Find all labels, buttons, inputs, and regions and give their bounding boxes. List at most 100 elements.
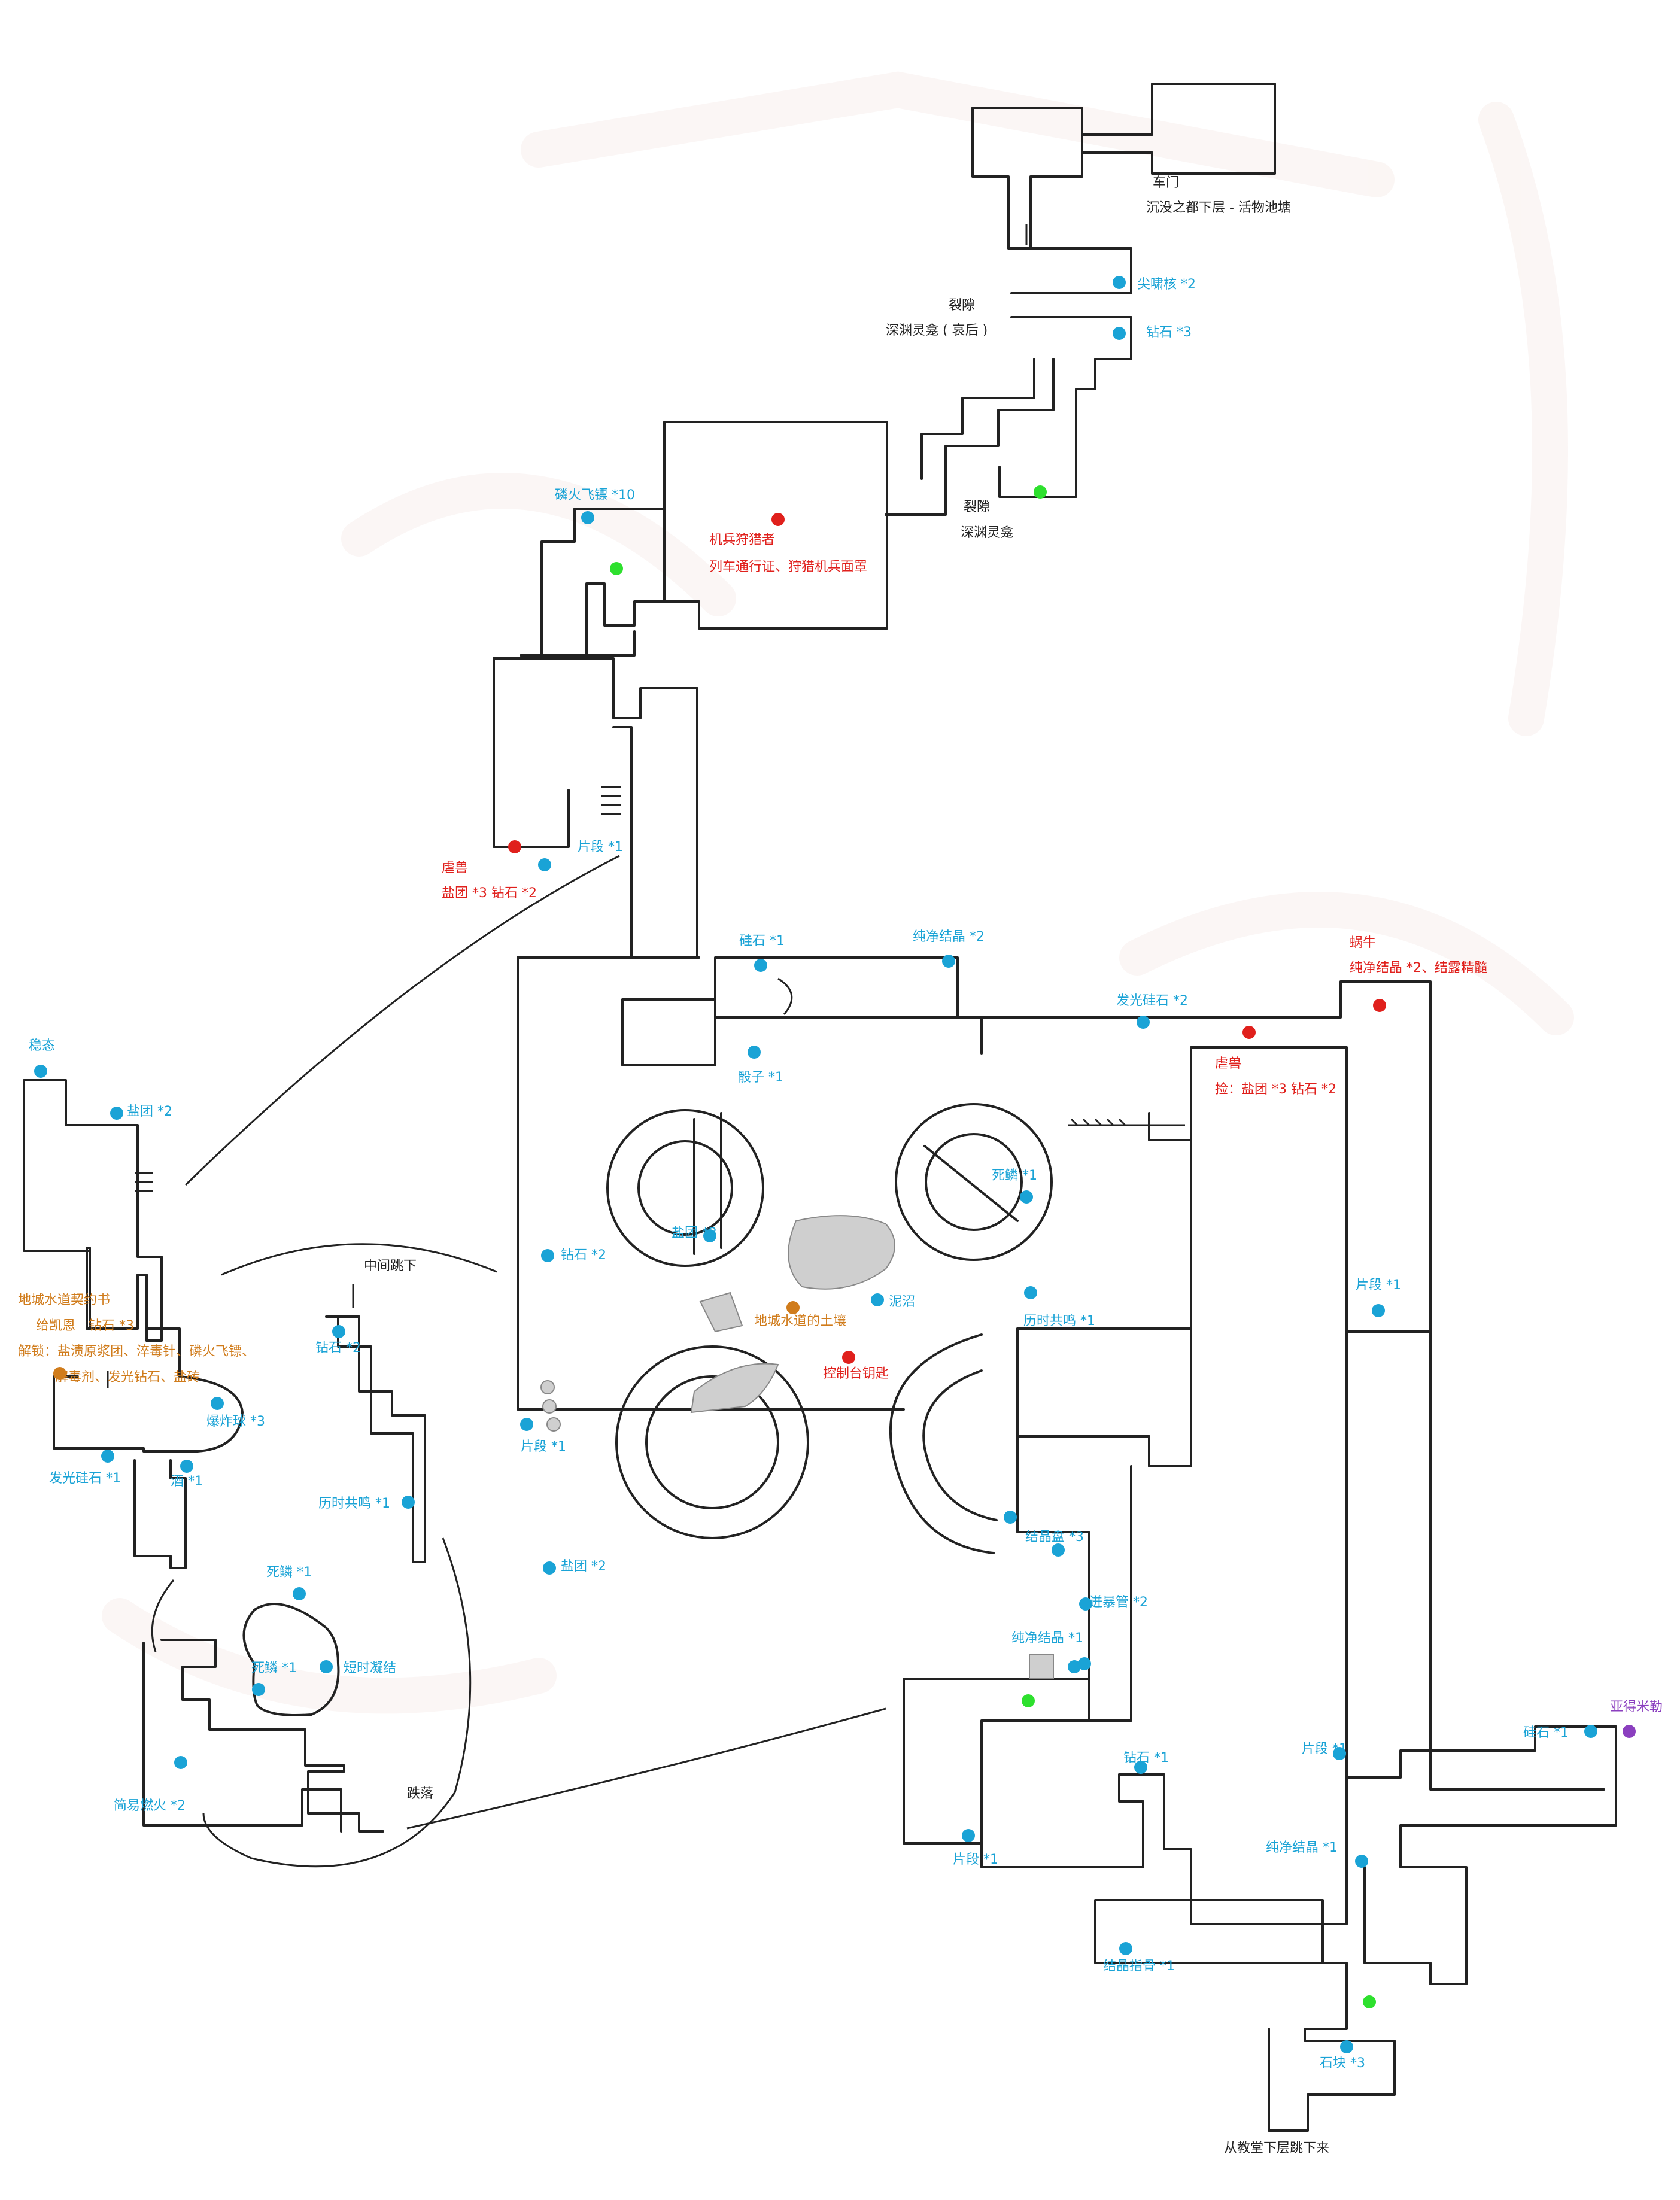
label-glow-silicon-2: 发光硅石 *2 [1116,993,1188,1008]
label-dead-scale-1-b: 死鳞 *1 [266,1565,312,1580]
label-beast-boss-1: 虐兽 [442,861,469,876]
savepoint-dot[interactable] [610,562,623,575]
wall-left-lower-c [142,1642,342,1833]
label-diamond-2-left: 钻石 *2 [561,1248,606,1263]
boss-dot [1242,1026,1256,1039]
label-yadmiller[interactable]: 亚得米勒 [1610,1700,1663,1715]
label-crystal-plate-3: 结晶盘 *3 [1025,1530,1084,1545]
wall-left-mid [520,630,636,657]
loot-dot [1113,276,1126,289]
wall-ring-b-outer [895,1103,1053,1261]
savepoint-dot[interactable] [1034,485,1047,499]
label-contract-book: 地城水道契约书 [18,1293,111,1308]
label-resonance-1-a: 历时共鸣 *1 [1023,1314,1095,1329]
label-pure-crystal-2-top: 纯净结晶 *2 [913,929,985,944]
arrow-loop-left [221,1243,497,1276]
wall-top-room-b [1081,83,1276,175]
wall-top-corridor-a [1007,247,1132,294]
wall-ring-a-outer [606,1109,764,1267]
wall-shaft [612,726,633,959]
loot-dot [1113,327,1126,340]
wall-stable-room [23,1079,163,1342]
label-beast-drop-2: 捡：盐团 *3 钻石 *2 [1215,1082,1336,1097]
arrow-bottom-loop [202,1537,472,1868]
arrow-left-to-right [406,1707,886,1830]
crate-a [1029,1654,1054,1679]
npc-dot[interactable] [1623,1725,1636,1738]
loot-dot [1340,2040,1353,2053]
label-mud: 泥沼 [889,1295,916,1309]
label-glow-silicon-1: 发光硅石 *1 [49,1471,121,1486]
wall-bottom-shaft-b [1363,1866,1432,1985]
wall-top-corridor-d [885,358,1055,516]
label-salt-2-left: 盐团 *2 [127,1104,172,1119]
loot-dot [962,1829,975,1842]
quest-dot [786,1301,800,1314]
label-spike-core: 尖啸核 *2 [1137,277,1196,292]
mud-patch-b [699,1292,743,1333]
label-abyss-shrine-2[interactable]: 深渊灵龛 [961,525,1014,540]
label-unlock-text-2: 解毒剂、发光钻石、盐砖 [55,1370,200,1385]
wall-lower-right-room [1118,1773,1348,1925]
loot-dot [871,1293,884,1306]
arrow-hunter-down [777,977,793,1015]
label-beast-boss-2: 虐兽 [1215,1056,1242,1071]
loot-dot [581,511,594,524]
label-burst-tube-2: 迸暴管 *2 [1089,1595,1148,1610]
label-exit-lower[interactable]: 沉没之都下层 - 活物池塘 [1146,200,1291,215]
loot-dot [1119,1942,1132,1955]
boss-dot [842,1351,855,1364]
wall-lower-central-b [903,1678,935,1845]
arrow-ring-loop [151,1579,175,1652]
label-brief-freeze: 短时凝结 [344,1661,397,1676]
label-car-door: 车门 [1153,175,1180,190]
label-mid-drop: 中间跳下 [364,1259,417,1274]
savepoint-dot[interactable] [1022,1694,1035,1707]
wall-beast-room-left [493,657,570,848]
label-diamond-2-mid: 钻石 *2 [315,1341,361,1356]
barrel-b [542,1399,557,1414]
wall-left-quest-room [53,1327,244,1453]
loot-dot [1355,1855,1368,1868]
label-abyss-shrine-1[interactable]: 深渊灵龛 ( 哀后 ) [886,323,988,338]
label-salt-2-center: 盐团 *2 [672,1226,717,1241]
label-silicon-1: 硅石 *1 [739,934,785,949]
boss-dot [771,513,785,526]
wall-ring-d [889,1333,995,1554]
label-rift-1: 裂隙 [949,298,976,313]
label-salt-2-bottom: 盐团 *2 [561,1559,606,1574]
savepoint-dot[interactable] [1363,1995,1376,2008]
walls [23,83,1617,2132]
wall-ring-c-inner [645,1375,779,1509]
label-dice-1: 骰子 *1 [738,1070,783,1085]
wall-ring-b-inner [925,1133,1023,1231]
label-snail-drop: 纯净结晶 *2、结露精髓 [1350,961,1487,976]
label-simple-fire-2: 简易燃火 *2 [114,1798,186,1813]
loot-dot [754,959,767,972]
arrows [107,224,1028,1868]
wall-ring-a-inner [637,1140,733,1236]
loot-dot [1137,1016,1150,1029]
label-rift-2: 裂隙 [964,500,991,515]
loot-dot [1079,1597,1092,1611]
label-hunter-drop: 列车通行证、狩猎机兵面罩 [709,560,868,575]
loot-dot [320,1660,333,1673]
wall-right-corridor [1399,1725,1617,1985]
loot-dot [1134,1761,1147,1774]
label-dead-scale-1-c: 死鳞 *1 [251,1661,297,1676]
label-stable: 稳态 [29,1038,56,1053]
loot-dot [1333,1747,1346,1760]
loot-dot [1052,1543,1065,1557]
label-bomb-3: 爆炸球 *3 [206,1414,265,1429]
label-fragment-1-c: 片段 *1 [1356,1278,1401,1293]
label-give-kaien: 给凯恩 [36,1318,76,1333]
wall-left-lower-b [160,1639,384,1833]
wall-right-box-c [1016,1435,1132,1722]
label-fall-down: 跌落 [407,1786,434,1801]
loot-dot [748,1046,761,1059]
label-resonance-1-b: 历时共鸣 *1 [318,1496,390,1511]
loot-dot [541,1249,554,1262]
loot-dot [180,1460,193,1473]
label-dead-scale-1-a: 死鳞 *1 [992,1168,1037,1183]
